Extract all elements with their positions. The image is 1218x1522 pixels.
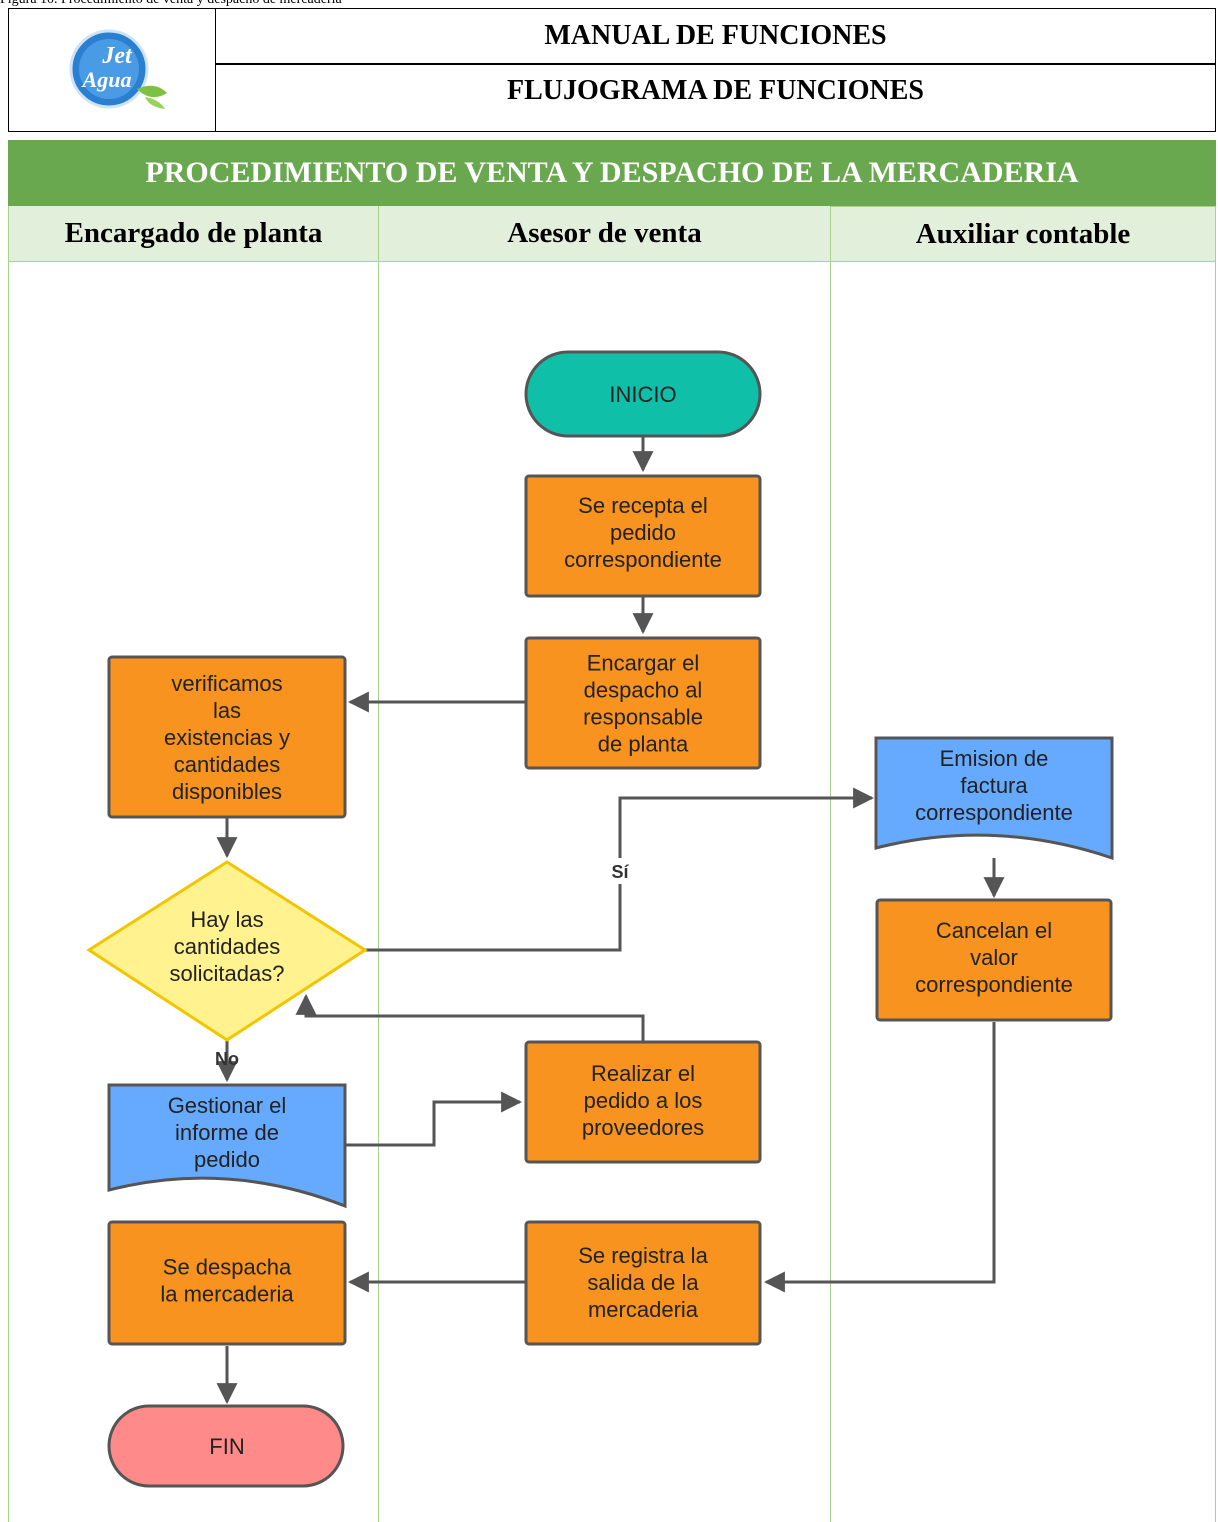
node-label-line: Emision de xyxy=(940,746,1049,771)
flowchart-subtitle: FLUJOGRAMA DE FUNCIONES xyxy=(216,64,1215,117)
lane-asesor xyxy=(379,262,831,1522)
lane-header-auxiliar: Auxiliar contable xyxy=(831,206,1216,262)
node-label-line: Gestionar el xyxy=(168,1093,287,1118)
node-label-line: Cancelan el xyxy=(936,918,1052,943)
node-label-line: la mercaderia xyxy=(160,1282,294,1307)
process-cancelan-valor xyxy=(875,898,1113,1022)
node-label-line: FIN xyxy=(209,1434,244,1459)
end-label: FIN xyxy=(209,1434,244,1459)
figure-caption: Figura 10. Procedimiento de venta y desp… xyxy=(0,0,900,8)
node-label-line: de planta xyxy=(598,732,689,757)
node-label-line: correspondiente xyxy=(915,972,1073,997)
start-label: INICIO xyxy=(609,382,676,407)
edge-cancelan-registra xyxy=(763,1022,996,1293)
lane-encargado xyxy=(8,262,379,1522)
node-label-line: pedido xyxy=(194,1147,260,1172)
node-label-line: cantidades xyxy=(174,752,280,777)
decision-cantidades xyxy=(86,860,368,1042)
node-label-line: Hay las xyxy=(190,907,263,932)
company-logo: Jet Agua xyxy=(69,29,167,109)
edge-label-no: No xyxy=(215,1049,239,1069)
logo-text-jet: Jet xyxy=(101,43,133,69)
document-header: Jet Agua MANUAL DE FUNCIONES FLUJOGRAMA … xyxy=(8,8,1216,132)
document-emision-factura xyxy=(874,736,1114,861)
process-registra-salida xyxy=(524,1220,762,1346)
logo-cell: Jet Agua xyxy=(9,9,216,131)
node-label-line: correspondiente xyxy=(915,800,1073,825)
node-label-line: INICIO xyxy=(609,382,676,407)
node-label-line: pedido xyxy=(610,520,676,545)
process-despacha-mercaderia xyxy=(107,1220,347,1346)
start-terminal xyxy=(524,350,762,438)
edge-gestionar-realizar xyxy=(345,1091,523,1147)
procedure-banner: PROCEDIMIENTO DE VENTA Y DESPACHO DE LA … xyxy=(8,140,1216,206)
node-label-line: Se despacha xyxy=(163,1255,292,1280)
lane-header-asesor: Asesor de venta xyxy=(379,206,831,262)
process-realizar-pedido xyxy=(524,1040,762,1164)
node-label-line: cantidades xyxy=(174,934,280,959)
lane-header-encargado: Encargado de planta xyxy=(8,206,379,262)
node-label-line: disponibles xyxy=(172,779,282,804)
node-label-line: valor xyxy=(970,945,1018,970)
node-label-line: factura xyxy=(960,773,1028,798)
node-label-line: salida de la xyxy=(587,1270,699,1295)
node-label-line: correspondiente xyxy=(564,547,722,572)
node-label-line: verificamos xyxy=(171,671,282,696)
node-label-line: Se recepta el xyxy=(578,493,708,518)
edge-realizar-decision xyxy=(295,993,645,1042)
process-encargar-despacho xyxy=(524,636,762,770)
node-label-line: proveedores xyxy=(582,1115,704,1140)
end-terminal xyxy=(107,1404,345,1488)
node-label-line: existencias y xyxy=(164,725,290,750)
node-label-line: solicitadas? xyxy=(170,961,285,986)
node-label-line: mercaderia xyxy=(588,1297,699,1322)
node-label-line: pedido a los xyxy=(584,1088,703,1113)
node-label-line: despacho al xyxy=(584,678,703,703)
node-label-line: responsable xyxy=(583,705,703,730)
node-label-line: Se registra la xyxy=(578,1243,708,1268)
document-gestionar-informe xyxy=(107,1083,347,1209)
logo-text-agua: Agua xyxy=(81,67,132,92)
edge-label-yes: Sí xyxy=(611,862,629,882)
process-recepta-pedido xyxy=(524,474,762,598)
node-label-line: Encargar el xyxy=(587,651,700,676)
node-label-line: informe de xyxy=(175,1120,279,1145)
lane-auxiliar xyxy=(831,262,1216,1522)
node-label-line: Realizar el xyxy=(591,1061,695,1086)
manual-title: MANUAL DE FUNCIONES xyxy=(216,9,1215,64)
process-verificar-existencias xyxy=(107,655,347,819)
node-label-line: las xyxy=(213,698,241,723)
